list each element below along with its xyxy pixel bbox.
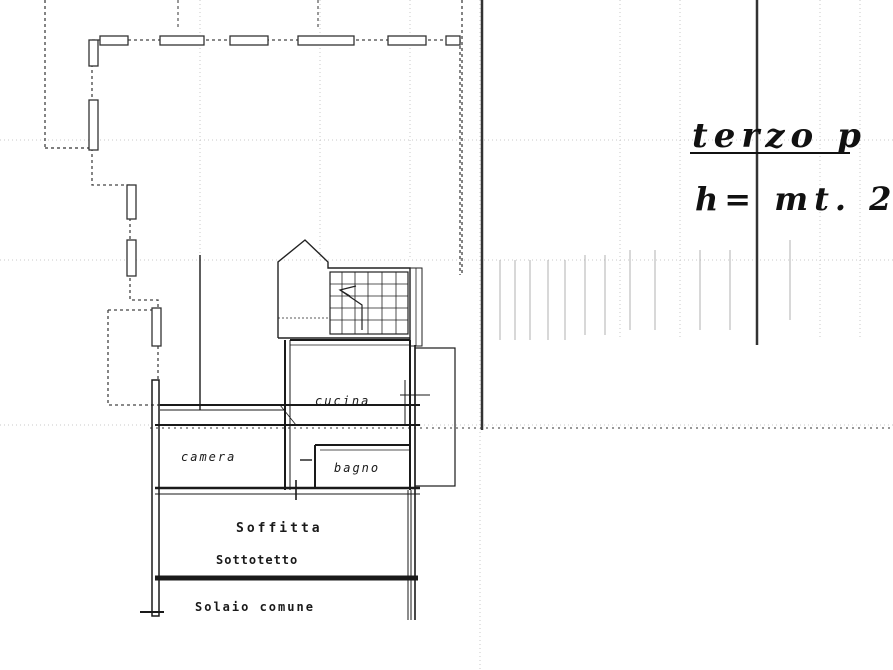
stair-block [277, 239, 423, 347]
room-label-solaio-comune: Solaio comune [195, 600, 315, 614]
hatch-band [499, 240, 791, 340]
room-label-camera: camera [181, 450, 237, 464]
floor-annotation-underline [690, 152, 850, 154]
construction-lines [44, 0, 893, 430]
upper-dashed-outline [91, 39, 461, 406]
apartment-walls [140, 255, 456, 620]
floor-annotation: terzo p [692, 116, 867, 156]
room-label-soffitta: Soffitta [236, 521, 323, 536]
room-label-bagno: bagno [334, 461, 381, 475]
room-label-cucina: cucina [315, 394, 371, 408]
window-marks [88, 35, 461, 347]
room-label-sottotetto: Sottotetto [216, 553, 299, 567]
height-annotation: h= mt. 2. [695, 180, 893, 218]
